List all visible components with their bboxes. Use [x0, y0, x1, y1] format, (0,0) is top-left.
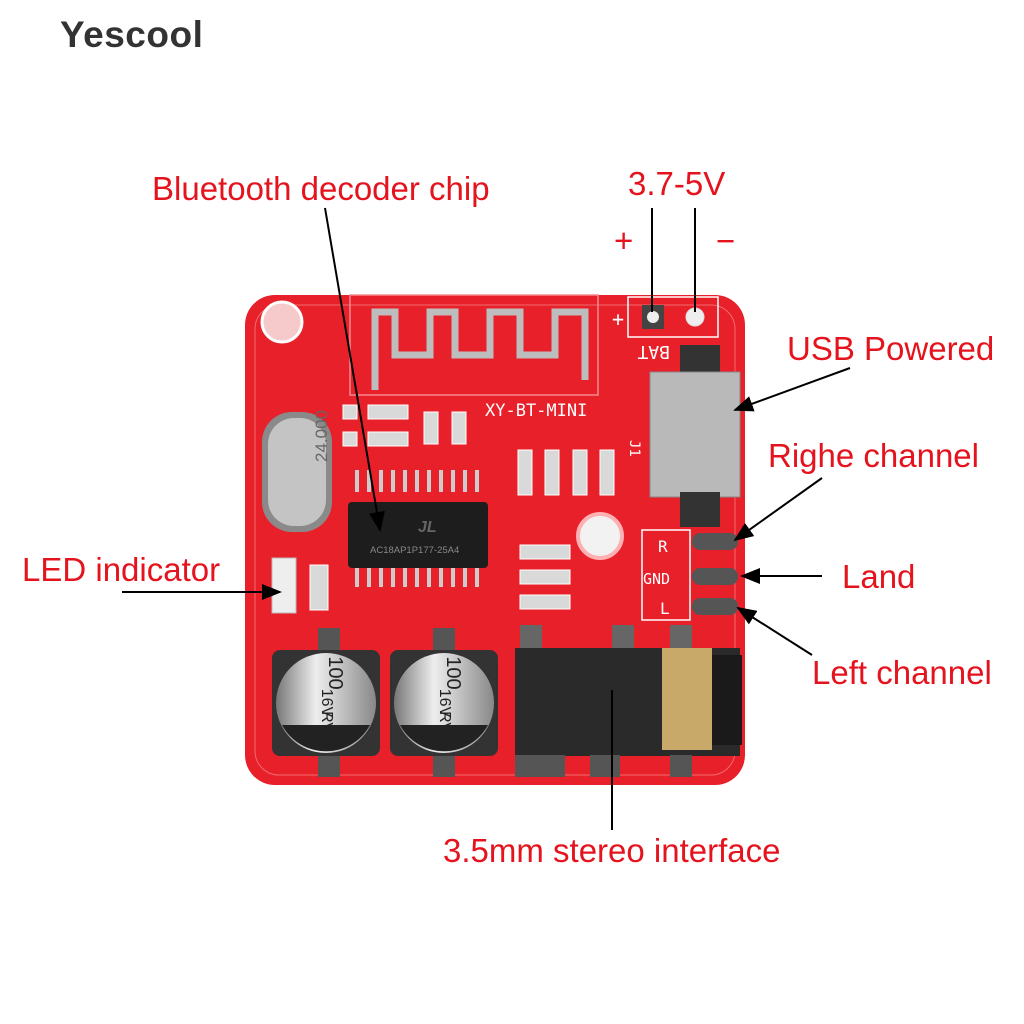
pointer-chip [324, 207, 385, 532]
capacitor: 100 16V RVT [272, 628, 380, 777]
svg-text:+: + [612, 307, 624, 331]
label-minus: − [716, 222, 735, 259]
brand-watermark: Yescool [60, 14, 204, 55]
decoder-chip: JL AC18AP1P177-25A4 [348, 470, 488, 587]
label-plus: + [614, 222, 633, 259]
pin-gnd-label: GND [643, 570, 670, 588]
antenna-trace [371, 308, 589, 390]
label-ground: Land [842, 558, 915, 595]
model-silkscreen: XY-BT-MINI [485, 401, 587, 421]
cap-series: RVT [318, 711, 335, 743]
pointer-right [733, 477, 823, 542]
pointer-usb [733, 367, 851, 412]
label-led-indicator: LED indicator [22, 551, 220, 588]
cap-voltage: 16V [318, 689, 335, 718]
mounting-hole [576, 512, 624, 560]
pin-l-label: L [660, 599, 670, 618]
j1-silkscreen: J1 [626, 440, 642, 457]
mounting-hole [260, 300, 304, 344]
cap-voltage: 16V [436, 689, 453, 718]
label-right-channel: Righe channel [768, 437, 979, 474]
label-usb-powered: USB Powered [787, 330, 994, 367]
label-left-channel: Left channel [812, 654, 992, 691]
micro-usb-port [649, 371, 741, 498]
led-indicator [271, 557, 297, 614]
label-stereo-interface: 3.5mm stereo interface [443, 832, 780, 869]
crystal-label: 24.000 [312, 410, 331, 462]
cap-value: 100 [324, 656, 346, 689]
pointer-left [736, 606, 813, 656]
cap-value: 100 [442, 656, 464, 689]
bat-silkscreen: BAT [637, 341, 670, 362]
smd-components [309, 404, 615, 611]
chip-marking: AC18AP1P177-25A4 [370, 545, 459, 556]
pin-r-label: R [658, 537, 668, 556]
chip-logo: JL [418, 519, 437, 536]
svg-text:100: 100 [324, 656, 346, 689]
capacitor: 100 16V RVT [390, 628, 498, 777]
pcb-board: + BAT XY-BT-MINI J1 24.000 JL AC18AP1P17… [245, 294, 745, 785]
label-voltage: 3.7-5V [628, 165, 725, 202]
output-pads: R GND L [641, 529, 738, 621]
cap-series: RVT [436, 711, 453, 743]
audio-jack-3-5mm [515, 625, 742, 777]
label-bluetooth-decoder-chip: Bluetooth decoder chip [152, 170, 490, 207]
